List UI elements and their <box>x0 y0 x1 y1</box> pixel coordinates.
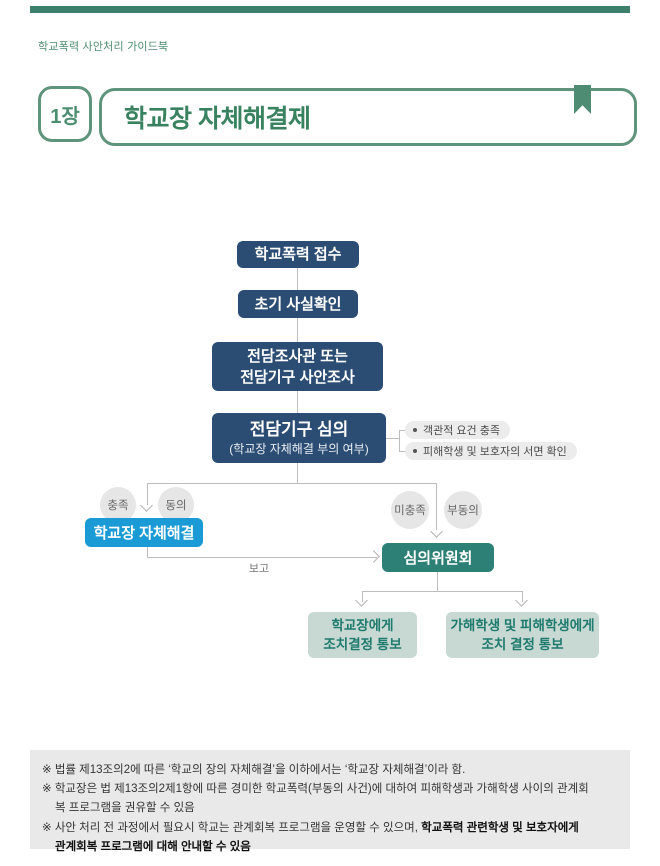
chapter-badge: 1장 <box>38 86 92 142</box>
flow-box-initial-check: 초기 사실확인 <box>238 290 358 318</box>
requirement-pill: 객관적 요건 충족 <box>405 421 510 439</box>
connector-line <box>399 430 407 431</box>
connector-line <box>147 483 437 484</box>
connector-line <box>362 591 522 592</box>
condition-circle-consent: 동의 <box>158 487 194 523</box>
footnote-text: 복 프로그램을 권유할 수 있음 <box>55 802 195 815</box>
arrow-down-icon <box>515 594 528 607</box>
connector-line <box>297 318 298 342</box>
connector-line <box>522 591 523 602</box>
flow-box-investigation: 전담조사관 또는 전담기구 사안조사 <box>212 342 383 391</box>
condition-circle-no-consent: 부동의 <box>444 491 482 529</box>
condition-label: 부동의 <box>447 505 479 517</box>
top-accent-bar <box>30 6 630 13</box>
requirement-pill-label: 객관적 요건 충족 <box>423 425 500 437</box>
connector-line <box>436 483 437 530</box>
bullet-dot-icon <box>413 449 417 453</box>
bullet-dot-icon <box>413 428 417 432</box>
condition-label: 충족 <box>107 500 129 512</box>
footnote-text: ※ 학교장은 법 제13조의2제1항에 따른 경미한 학교폭력(부동의 사건)에… <box>42 783 589 796</box>
connector-line <box>399 451 407 452</box>
requirement-pill: 피해학생 및 보호자의 서면 확인 <box>405 442 577 460</box>
footnote-text: ※ 사안 처리 전 과정에서 필요시 학교는 관계회복 프로그램을 운영할 수 … <box>42 821 422 834</box>
bookmark-icon <box>574 85 591 114</box>
flow-box-self-resolution-label: 학교장 자체해결 <box>93 525 195 542</box>
arrow-right-icon <box>367 550 380 563</box>
condition-circle-met: 충족 <box>100 487 136 523</box>
footnote: ※ 법률 제13조의2에 따른 ‘학교의 장의 자체해결’을 이하에서는 ‘학교… <box>42 761 616 780</box>
footnote: ※ 사안 처리 전 과정에서 필요시 학교는 관계회복 프로그램을 운영할 수 … <box>42 819 616 857</box>
report-label: 보고 <box>248 563 270 575</box>
flow-box-review-line1: 전담기구 심의 <box>249 420 349 439</box>
connector-line <box>399 430 400 452</box>
flow-box-receipt: 학교폭력 접수 <box>237 241 359 268</box>
footnote-text-bold: 학교폭력 관련학생 및 보호자에게 <box>421 821 579 834</box>
connector-line <box>147 547 148 557</box>
arrow-down-icon <box>140 499 153 512</box>
guidebook-label: 학교폭력 사안처리 가이드북 <box>38 41 169 53</box>
result-box-line2: 조치결정 통보 <box>323 637 402 652</box>
flow-box-initial-check-label: 초기 사실확인 <box>254 295 342 313</box>
flow-box-investigation-line2: 전담기구 사안조사 <box>240 368 355 386</box>
footnote-text: ※ 법률 제13조의2에 따른 ‘학교의 장의 자체해결’을 이하에서는 ‘학교… <box>42 764 466 776</box>
connector-line <box>362 591 363 602</box>
flow-box-investigation-line1: 전담조사관 또는 <box>247 347 348 365</box>
flow-box-review-line2: (학교장 자체해결 부의 여부) <box>229 442 369 456</box>
result-box-line1: 학교장에게 <box>331 618 394 633</box>
connector-line <box>437 572 438 591</box>
page-title: 학교장 자체해결제 <box>124 105 311 133</box>
connector-line <box>147 483 148 505</box>
flow-box-self-resolution: 학교장 자체해결 <box>85 518 203 547</box>
chapter-badge-label: 1장 <box>50 105 80 128</box>
result-box-line2: 조치 결정 통보 <box>481 637 564 652</box>
footnote: ※ 학교장은 법 제13조의2제1항에 따른 경미한 학교폭력(부동의 사건)에… <box>42 780 616 818</box>
connector-line <box>297 268 298 290</box>
arrow-down-icon <box>430 525 443 538</box>
flow-box-committee: 심의위원회 <box>382 543 494 572</box>
connector-line <box>147 557 377 558</box>
connector-line <box>386 438 399 439</box>
arrow-down-icon <box>355 594 368 607</box>
flow-box-committee-label: 심의위원회 <box>403 550 473 567</box>
requirement-pill-label: 피해학생 및 보호자의 서면 확인 <box>423 446 567 458</box>
connector-line <box>297 391 298 413</box>
result-box-principal-notice: 학교장에게 조치결정 통보 <box>308 612 417 658</box>
connector-line <box>297 463 298 483</box>
footnote-text-bold: 관계회복 프로그램에 대해 안내할 수 있음 <box>55 840 251 853</box>
footnote-panel: ※ 법률 제13조의2에 따른 ‘학교의 장의 자체해결’을 이하에서는 ‘학교… <box>30 750 630 853</box>
condition-label: 미충족 <box>394 505 426 517</box>
condition-label: 동의 <box>165 500 187 512</box>
result-box-line1: 가해학생 및 피해학생에게 <box>450 618 595 633</box>
condition-circle-not-met: 미충족 <box>391 491 429 529</box>
flow-box-review: 전담기구 심의 (학교장 자체해결 부의 여부) <box>212 413 386 463</box>
chapter-titlebar: 학교장 자체해결제 <box>99 88 637 146</box>
flow-box-receipt-label: 학교폭력 접수 <box>254 246 342 263</box>
result-box-students-notice: 가해학생 및 피해학생에게 조치 결정 통보 <box>446 612 599 658</box>
